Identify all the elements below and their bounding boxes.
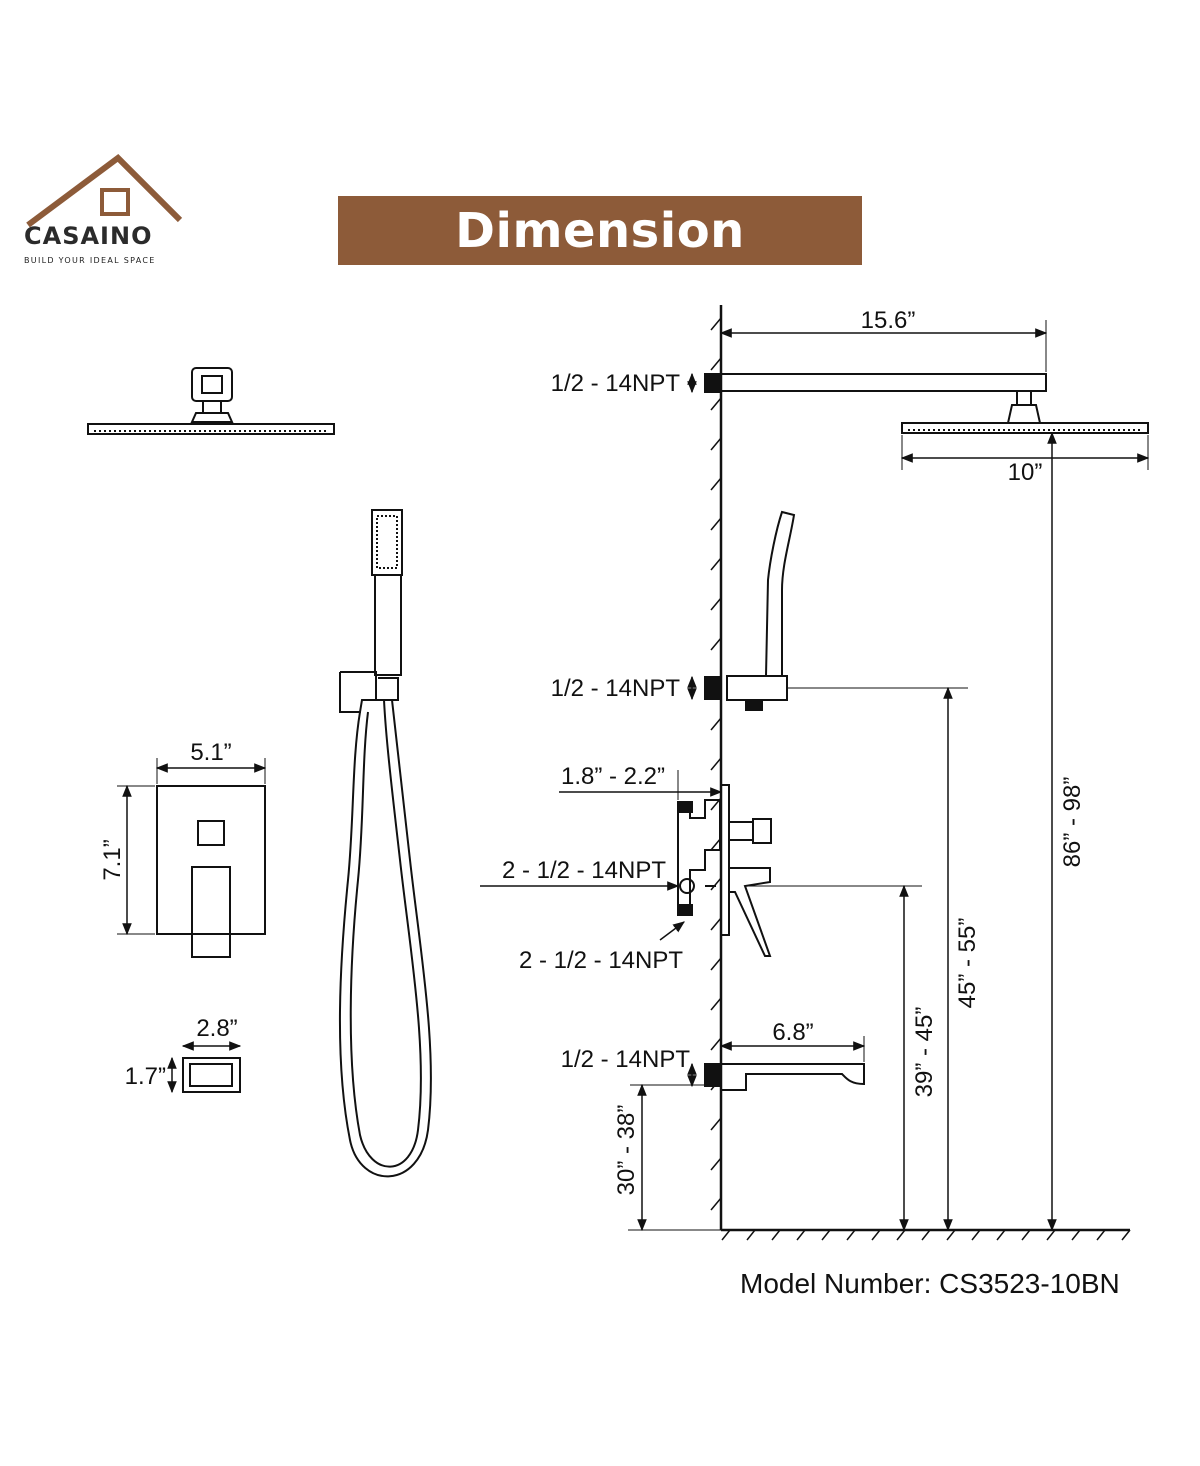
trim-width-label: 5.1” [190,739,231,766]
outlet-height-label: 1.7” [125,1063,166,1090]
outlet-width-label: 2.8” [196,1015,237,1042]
brand-tagline: BUILD YOUR IDEAL SPACE [24,256,156,265]
trim-handle [191,866,231,958]
rain-shower-head-view [87,367,335,435]
head-mount-block [191,367,233,402]
handheld-connector [704,676,722,700]
spout-body [721,1063,865,1091]
spout-height-label: 30” - 38” [613,1105,640,1196]
head-neck [190,412,234,423]
head-width-label: 10” [1008,459,1043,486]
top-connection-label: 1/2 - 14NPT [551,370,681,397]
valve-depth-label: 1.8” - 2.2” [561,763,665,790]
brand-logo [26,154,183,228]
trim-diverter-button [197,820,225,846]
side-head-plate [901,422,1149,434]
side-head-neck [1006,404,1042,424]
handheld-holder-tip [745,699,763,711]
handheld-connection-label: 1/2 - 14NPT [551,675,681,702]
head-height-label: 86” - 98” [1059,777,1086,868]
side-tub-spout [630,1036,866,1091]
wall-hatching [710,317,722,1211]
valve-diverter-stem [728,821,754,841]
outlet-view [167,1041,242,1094]
floor-hatching [721,1229,1131,1241]
handheld-holder [726,675,788,701]
wall [710,305,1131,1241]
spout-length-label: 6.8” [772,1019,813,1046]
outlet-opening [189,1063,233,1087]
valve-inlet-label: 2 - 1/2 - 14NPT [502,857,666,884]
hand-shower-handle [374,574,402,676]
valve-bottom-fitting [677,904,693,916]
trim-plate [156,785,266,935]
head-mount-window [201,375,223,394]
handheld-body [765,510,796,677]
head-plate [87,423,335,435]
hand-shower-holder [339,671,399,713]
valve-top-fitting [677,801,693,813]
shower-arm [720,373,1047,392]
trim-height-label: 7.1” [99,839,126,880]
side-hand-shower [687,510,968,711]
top-connector [704,373,722,393]
spout-connector [704,1063,722,1087]
height-dimensions [628,431,1057,1232]
logo-window [100,188,130,216]
valve-inlet-circle [679,878,695,894]
hand-shower-nozzles [376,515,398,569]
logo-roof [26,154,183,228]
side-valve [480,770,922,957]
side-head-swivel [1016,390,1032,406]
head-swivel [202,400,222,414]
trim-plate-view [117,758,267,958]
handheld-height-label: 45” - 55” [954,918,981,1009]
hand-shower-hose-inner [349,699,422,1168]
title-banner: Dimension [338,196,862,265]
outlet-box [182,1057,241,1093]
valve-handle [728,867,772,957]
hand-shower-view [338,509,432,1178]
brand-name: CASAINO [24,222,153,250]
valve-outlet-leader [659,921,685,941]
arm-length-label: 15.6” [861,307,916,334]
spout-connection-label: 1/2 - 14NPT [561,1046,691,1073]
valve-outlet-label: 2 - 1/2 - 14NPT [519,947,683,974]
side-shower-arm [687,320,1150,470]
hand-shower-hose [338,699,432,1178]
valve-trim-plate [720,784,730,936]
valve-height-label: 39” - 45” [911,1007,938,1098]
valve-body [677,799,721,906]
model-number: Model Number: CS3523-10BN [740,1268,1120,1299]
valve-diverter-knob [752,818,772,844]
banner-title: Dimension [455,202,745,259]
